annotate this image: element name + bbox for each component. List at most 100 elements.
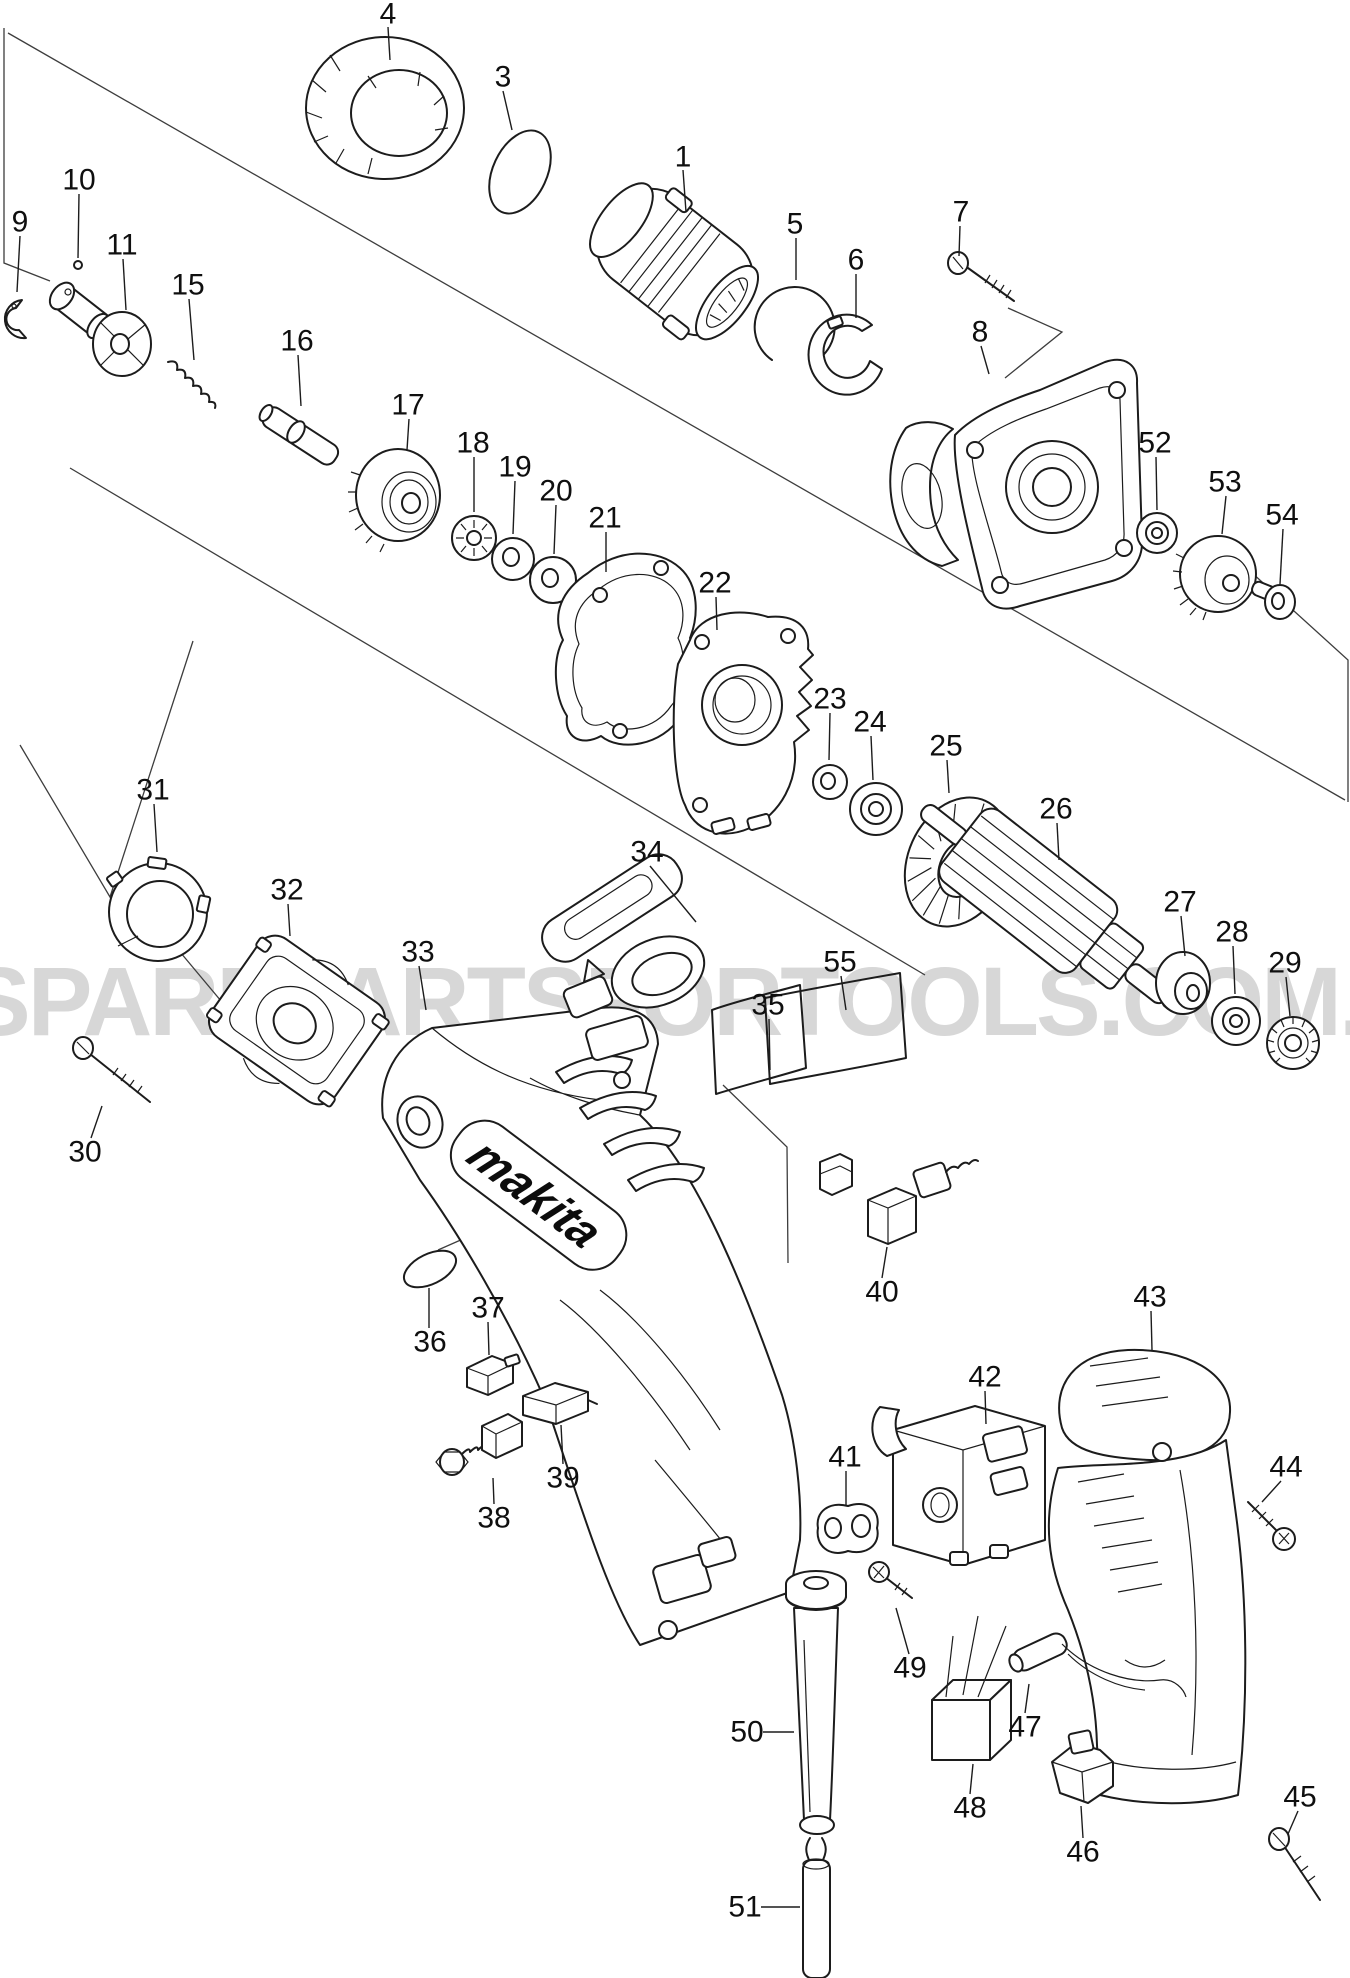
part-3-drawing bbox=[488, 129, 552, 215]
part-label-31: 31 bbox=[136, 774, 169, 807]
leader-line-17 bbox=[406, 418, 410, 451]
part-4-drawing bbox=[305, 36, 465, 180]
leader-line-37 bbox=[487, 1321, 490, 1356]
leader-line-3 bbox=[502, 90, 513, 131]
leader-line-54 bbox=[1279, 528, 1284, 585]
part-label-7: 7 bbox=[953, 196, 970, 229]
part-8-drawing bbox=[889, 358, 1144, 610]
part-label-28: 28 bbox=[1215, 916, 1248, 949]
leader-line-7 bbox=[958, 225, 961, 257]
part-44-drawing bbox=[1247, 1501, 1296, 1551]
part-label-49: 49 bbox=[893, 1652, 926, 1685]
part-7-drawing bbox=[947, 251, 1015, 302]
part-label-10: 10 bbox=[62, 164, 95, 197]
part-33-drawing: makita bbox=[381, 1006, 802, 1646]
part-5-drawing bbox=[753, 286, 836, 361]
part-38-drawing bbox=[435, 1413, 523, 1476]
leader-line-22 bbox=[715, 596, 718, 631]
part-30-drawing bbox=[72, 1036, 151, 1103]
leader-line-11 bbox=[122, 258, 127, 311]
part-19-drawing bbox=[491, 537, 535, 581]
part-label-50: 50 bbox=[730, 1716, 763, 1749]
leader-line-44 bbox=[1261, 1480, 1282, 1503]
part-label-6: 6 bbox=[848, 244, 865, 277]
part-17-drawing bbox=[348, 448, 441, 553]
leader-line-30 bbox=[90, 1105, 103, 1139]
part-label-18: 18 bbox=[456, 427, 489, 460]
part-label-27: 27 bbox=[1163, 886, 1196, 919]
part-34-drawing bbox=[541, 853, 706, 1019]
part-label-55: 55 bbox=[823, 946, 856, 979]
leader-line-55 bbox=[840, 975, 847, 1011]
part-6-drawing bbox=[807, 313, 883, 396]
part-label-9: 9 bbox=[12, 206, 29, 239]
part-label-46: 46 bbox=[1066, 1836, 1099, 1869]
part-label-42: 42 bbox=[968, 1361, 1001, 1394]
part-29-drawing bbox=[1266, 1016, 1320, 1070]
leader-line-33 bbox=[418, 965, 427, 1011]
part-47-drawing bbox=[1008, 1632, 1187, 1698]
part-26-drawing bbox=[920, 804, 1181, 1012]
leader-line-26 bbox=[1056, 822, 1060, 861]
leader-line-32 bbox=[287, 903, 291, 937]
leader-line-52 bbox=[1155, 456, 1158, 511]
part-label-47: 47 bbox=[1008, 1711, 1041, 1744]
part-label-51: 51 bbox=[728, 1891, 761, 1924]
leader-line-20 bbox=[553, 504, 557, 555]
part-22-drawing bbox=[672, 611, 814, 835]
leader-line-38 bbox=[492, 1477, 495, 1505]
leader-line-23 bbox=[828, 712, 831, 761]
part-15-drawing bbox=[167, 360, 217, 409]
leader-line-24 bbox=[870, 735, 874, 781]
leader-line-46 bbox=[1080, 1805, 1084, 1839]
part-label-26: 26 bbox=[1039, 793, 1072, 826]
part-16-drawing bbox=[258, 403, 340, 466]
leader-line-4 bbox=[387, 26, 391, 61]
part-23-drawing bbox=[812, 764, 848, 800]
part-label-30: 30 bbox=[68, 1136, 101, 1169]
part-label-41: 41 bbox=[828, 1441, 861, 1474]
part-label-15: 15 bbox=[171, 269, 204, 302]
leader-line-47 bbox=[1024, 1683, 1030, 1714]
part-51-drawing bbox=[802, 1837, 831, 1978]
part-48-drawing bbox=[931, 1615, 1012, 1761]
part-46-drawing bbox=[1051, 1729, 1114, 1804]
leader-line-40 bbox=[881, 1246, 888, 1279]
part-label-11: 11 bbox=[106, 229, 137, 262]
leader-line-9 bbox=[16, 235, 21, 293]
part-53-drawing bbox=[1172, 535, 1277, 621]
part-11-drawing bbox=[48, 281, 152, 377]
part-21-drawing bbox=[554, 552, 698, 746]
part-52-drawing bbox=[1136, 512, 1178, 554]
leader-line-25 bbox=[946, 759, 950, 794]
part-31-drawing bbox=[106, 856, 212, 962]
part-41-drawing bbox=[816, 1503, 879, 1554]
part-label-5: 5 bbox=[787, 208, 804, 241]
part-label-34: 34 bbox=[630, 836, 663, 869]
part-32-drawing bbox=[205, 934, 390, 1108]
part-label-54: 54 bbox=[1265, 499, 1298, 532]
leader-line-27 bbox=[1180, 915, 1186, 957]
part-label-19: 19 bbox=[498, 451, 531, 484]
part-42-drawing bbox=[871, 1405, 1046, 1566]
leader-line-35 bbox=[768, 1018, 771, 1071]
part-10-drawing bbox=[73, 260, 83, 270]
leader-line-31 bbox=[153, 803, 158, 853]
part-18-drawing bbox=[451, 515, 497, 561]
leader-line-16 bbox=[297, 354, 302, 407]
part-labels-layer: 1345678910111516171819202122232425262728… bbox=[12, 0, 1317, 1924]
part-label-24: 24 bbox=[853, 706, 886, 739]
part-label-43: 43 bbox=[1133, 1281, 1166, 1314]
part-45-drawing bbox=[1268, 1827, 1321, 1901]
part-43-drawing bbox=[1047, 1348, 1247, 1805]
part-label-53: 53 bbox=[1208, 466, 1241, 499]
part-20-drawing bbox=[529, 556, 577, 604]
part-label-40: 40 bbox=[865, 1276, 898, 1309]
part-24-drawing bbox=[849, 782, 903, 836]
part-label-3: 3 bbox=[495, 61, 512, 94]
leader-line-29 bbox=[1285, 976, 1291, 1017]
part-label-22: 22 bbox=[698, 567, 731, 600]
leader-line-42 bbox=[984, 1390, 987, 1425]
part-label-36: 36 bbox=[413, 1326, 446, 1359]
